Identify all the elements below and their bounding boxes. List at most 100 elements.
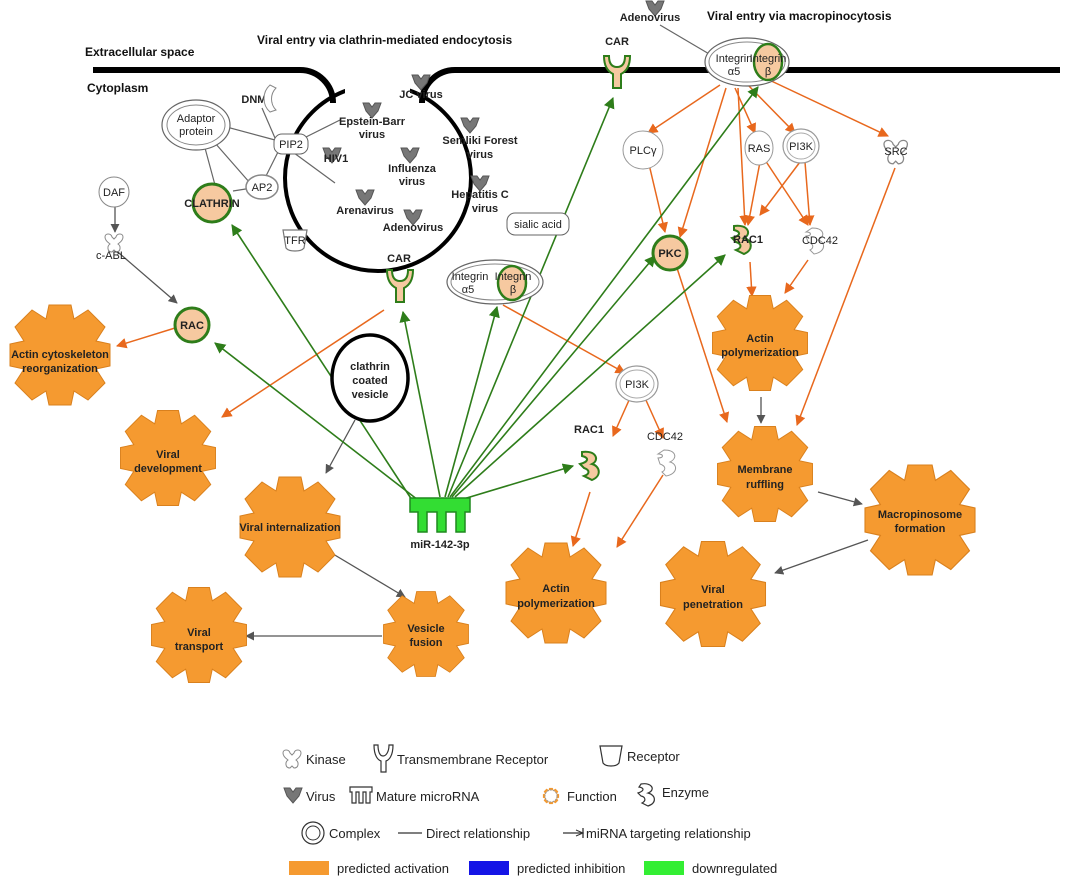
svg-text:Actin: Actin [542,583,570,595]
virus-epstein-barr: Epstein-Barr virus [339,102,406,141]
svg-text:Actin: Actin [746,333,774,345]
function-viral-penetration: Viral penetration [659,540,767,648]
legend-function-label: Function [567,789,617,804]
svg-text:PKC: PKC [658,248,681,260]
svg-text:Integrin: Integrin [750,53,787,65]
virus-hepatitis-c: Hepatitis C virus [451,175,509,215]
legend-enzyme-label: Enzyme [662,785,709,800]
legend-mirna-label: Mature microRNA [376,789,480,804]
node-plcg: PLCγ [622,130,664,170]
legend-receptor-icon [599,745,623,767]
node-pkc: PKC [651,234,689,272]
node-car-top: CAR [603,36,631,89]
node-cdc42-top: CDC42 [802,227,838,255]
legend-complex-icon [301,821,325,845]
svg-text:c-ABL: c-ABL [96,250,126,262]
svg-text:Viral: Viral [187,627,211,639]
node-dnm1: DNM1 [241,84,277,113]
node-adaptor-protein: Adaptor protein [161,99,231,151]
svg-text:β: β [765,66,771,78]
node-pi3k-top: PI3K [782,128,820,164]
node-rac1-top: RAC1 [731,224,763,255]
cell-membrane [93,60,1060,273]
svg-text:JC virus: JC virus [399,89,442,101]
node-pip2: PIP2 [273,133,309,155]
svg-text:vesicle: vesicle [352,389,389,401]
svg-text:CLATHRIN: CLATHRIN [184,198,239,210]
svg-text:Membrane: Membrane [737,464,792,476]
svg-text:Macropinosome: Macropinosome [878,509,962,521]
svg-text:RAS: RAS [748,143,771,155]
node-car-inner: CAR [386,253,414,303]
virus-adenovirus-top: Adenovirus [620,0,681,24]
svg-text:TFR: TFR [284,235,305,247]
clathrin-pathway-title: Viral entry via clathrin-mediated endocy… [257,33,513,47]
svg-text:Viral internalization: Viral internalization [239,522,341,534]
svg-text:CDC42: CDC42 [647,431,683,443]
node-mir-142-3p: miR-142-3p [409,497,471,551]
legend-transmembrane-icon [373,744,394,773]
svg-text:Viral: Viral [701,584,725,596]
function-vesicle-fusion: Vesicle fusion [383,591,469,677]
svg-text:transport: transport [175,641,224,653]
svg-text:polymerization: polymerization [721,347,799,359]
svg-text:RAC: RAC [180,320,204,332]
svg-text:ruffling: ruffling [746,479,784,491]
node-daf: DAF [98,176,130,208]
svg-text:coated: coated [352,375,387,387]
cytoplasm-label: Cytoplasm [87,81,148,95]
svg-text:AP2: AP2 [252,182,273,194]
svg-text:Arenavirus: Arenavirus [336,205,393,217]
svg-text:Hepatitis C: Hepatitis C [451,189,509,201]
svg-text:α5: α5 [728,66,740,78]
virus-adenovirus-inner: Adenovirus [383,209,443,234]
svg-text:virus: virus [359,129,385,141]
virus-arenavirus: Arenavirus [336,189,394,217]
svg-text:Integrin: Integrin [495,271,532,283]
legend-activation-swatch [289,861,329,875]
svg-text:Adaptor: Adaptor [177,113,216,125]
legend-inhibition-label: predicted inhibition [517,861,625,876]
node-ap2: AP2 [245,174,279,200]
svg-text:CAR: CAR [387,253,411,265]
svg-text:Integrin: Integrin [716,53,753,65]
svg-text:development: development [134,463,202,475]
svg-text:PLCγ: PLCγ [630,145,657,157]
svg-text:protein: protein [179,126,213,138]
legend: Kinase Transmembrane Receptor Receptor V… [282,744,777,876]
svg-text:penetration: penetration [683,599,743,611]
function-viral-transport: Viral transport [151,587,247,683]
node-ras: RAS [744,130,774,166]
svg-text:RAC1: RAC1 [574,424,604,436]
edges-mirna-targeting [214,86,759,501]
legend-downregulated-swatch [644,861,684,875]
svg-text:Viral: Viral [156,449,180,461]
svg-text:PI3K: PI3K [625,379,650,391]
node-rac1-mid: RAC1 [574,424,604,481]
svg-text:Semliki Forest: Semliki Forest [442,135,518,147]
svg-text:Adenovirus: Adenovirus [620,12,681,24]
legend-targeting-icon [563,828,585,838]
svg-text:CAR: CAR [605,36,629,48]
svg-text:formation: formation [895,523,946,535]
legend-complex-label: Complex [329,826,381,841]
svg-text:clathrin: clathrin [350,361,390,373]
legend-function-icon [542,787,560,805]
node-integrin-complex-inner: Integrin α5 Integrin β [446,259,544,305]
svg-text:Actin cytoskeleton: Actin cytoskeleton [11,349,109,361]
svg-text:Epstein-Barr: Epstein-Barr [339,116,406,128]
svg-text:HIV1: HIV1 [324,153,348,165]
svg-text:Integrin: Integrin [452,271,489,283]
legend-transmembrane-label: Transmembrane Receptor [397,752,549,767]
function-membrane-ruffling: Membrane ruffling [717,426,813,522]
function-macropinosome-formation: Macropinosome formation [864,464,976,576]
function-actin-polymerization-mid: Actin polymerization [505,542,607,644]
edges-gray-arrows [110,205,869,641]
node-cdc42-mid: CDC42 [647,431,683,477]
svg-text:PIP2: PIP2 [279,139,303,151]
svg-text:β: β [510,284,516,296]
macropinocytosis-title: Viral entry via macropinocytosis [707,9,892,23]
node-integrin-complex-top: Integrin α5 Integrin β [704,37,790,87]
svg-text:virus: virus [472,203,498,215]
legend-activation-label: predicted activation [337,861,449,876]
